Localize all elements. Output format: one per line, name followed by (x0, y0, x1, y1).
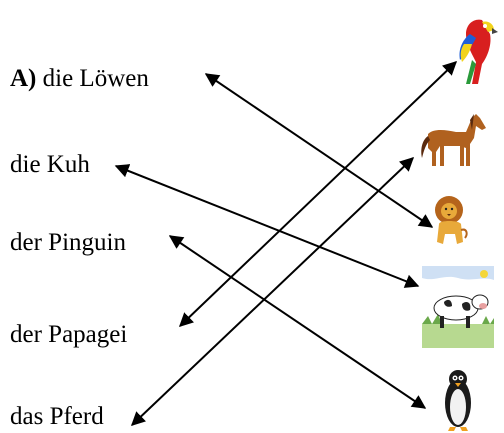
exercise-letter: A) (10, 65, 37, 92)
word-der-papagei: der Papagei (10, 322, 127, 347)
word-label: die Löwen (42, 65, 149, 92)
arrow-loewen-lion (204, 73, 434, 228)
horse-icon (421, 114, 486, 166)
penguin-icon (445, 370, 471, 431)
word-das-pferd: das Pferd (10, 404, 104, 429)
word-label: der Papagei (10, 321, 128, 348)
word-label: die Kuh (10, 151, 90, 178)
arrow-kuh-cow (114, 164, 420, 288)
word-die-kuh: die Kuh (10, 152, 90, 177)
word-der-pinguin: der Pinguin (10, 230, 126, 255)
arrow-pferd-horse (130, 157, 415, 426)
word-label: das Pferd (10, 403, 104, 430)
arrow-pinguin-penguin (168, 235, 427, 409)
word-label: der Pinguin (10, 229, 126, 256)
word-die-loewen: A) die Löwen (10, 66, 149, 91)
cow-icon (422, 266, 494, 348)
parrot-icon (459, 19, 498, 84)
arrow-papagei-parrot (178, 61, 458, 327)
lion-icon (435, 196, 468, 244)
